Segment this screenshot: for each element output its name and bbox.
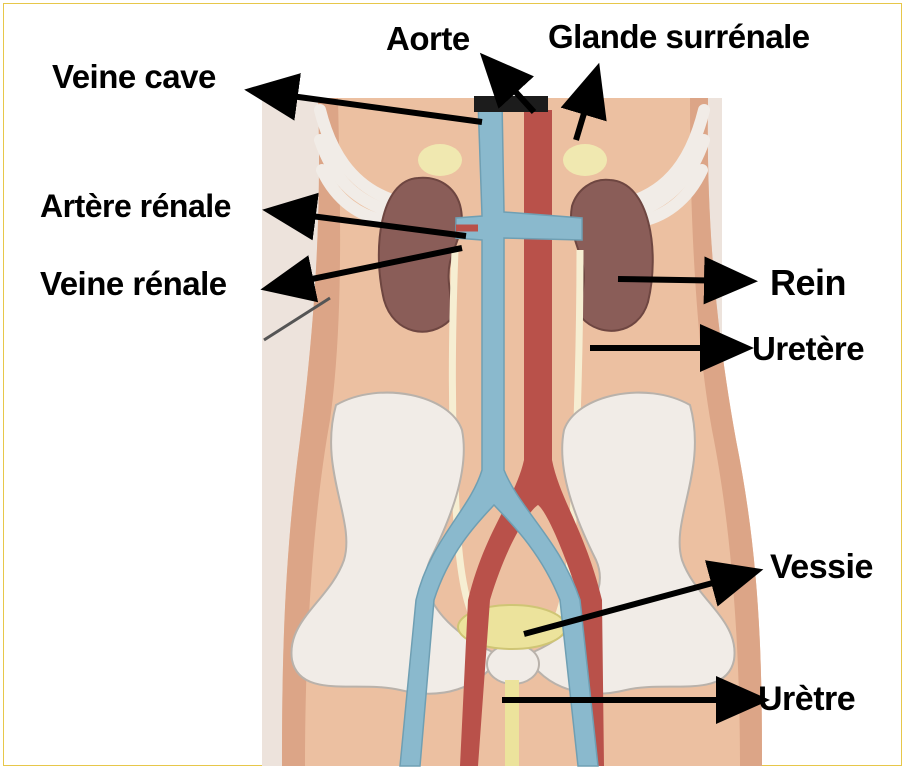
urethra bbox=[505, 680, 519, 766]
pubic-symphysis bbox=[487, 644, 539, 684]
label-glande-surrenale: Glande surrénale bbox=[548, 18, 810, 56]
label-veine-cave: Veine cave bbox=[52, 58, 216, 96]
label-veine-renale: Veine rénale bbox=[40, 265, 227, 303]
label-vessie: Vessie bbox=[770, 548, 873, 587]
adrenal-gland-left bbox=[418, 144, 462, 176]
arrow-icon bbox=[618, 279, 740, 281]
label-uretere: Uretère bbox=[752, 330, 864, 368]
label-aorte: Aorte bbox=[386, 20, 470, 58]
label-artere-renale: Artère rénale bbox=[40, 188, 231, 225]
label-rein: Rein bbox=[770, 262, 846, 304]
adrenal-gland-right bbox=[563, 144, 607, 176]
label-uretre: Urètre bbox=[758, 680, 855, 719]
vena-cava-cap bbox=[474, 96, 548, 112]
